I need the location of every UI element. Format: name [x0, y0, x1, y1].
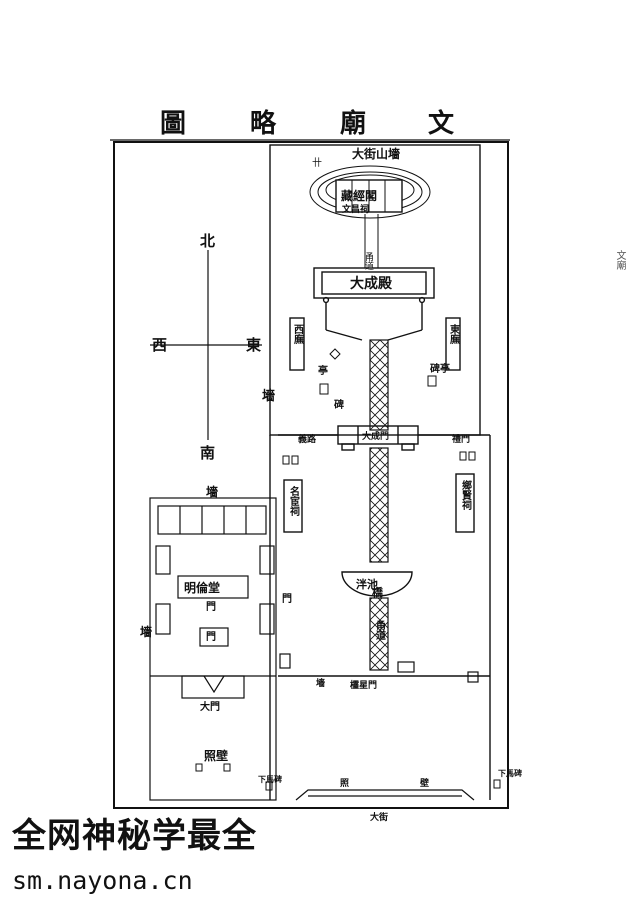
path-upper-label: 甬道	[363, 252, 374, 271]
steles-mid	[282, 451, 476, 465]
top-mark: 卄	[312, 157, 322, 169]
gate-hall-label: 門	[206, 601, 216, 613]
east-wu-label: 東廡	[448, 323, 460, 345]
street-wall-left: 照	[340, 778, 349, 789]
path-low-label: 甬道	[374, 620, 386, 641]
wall-low-label: 墻	[316, 677, 325, 689]
pan-pond-label: 泮池	[356, 577, 378, 591]
pavilion-left-label: 亭	[318, 364, 328, 377]
path-upper	[364, 214, 379, 268]
dismount-right: 下馬碑	[498, 768, 522, 778]
upper-courtyard-marks	[319, 348, 437, 395]
pavilion-label: 藏經閣	[341, 188, 377, 203]
outer-frame	[113, 141, 509, 809]
pavilion-hill	[309, 165, 431, 219]
xiang-xian-label: 鄉賢祠	[460, 479, 472, 511]
ling-xing-label: 欞星門	[350, 679, 377, 691]
compass-north: 北	[200, 232, 215, 250]
title-char-4: 圖	[160, 109, 186, 139]
lingxing-area	[279, 653, 479, 683]
wall-school-label: 墻	[206, 484, 218, 499]
street-wall-right: 壁	[420, 777, 429, 789]
compass-east: 東	[246, 336, 261, 354]
gate-small-label: 門	[282, 593, 292, 605]
temple-compound	[269, 144, 491, 800]
compass	[150, 250, 262, 440]
title-char-1: 文	[428, 108, 455, 139]
diagram-title: 文 廟 略 圖	[160, 108, 455, 139]
school-steles	[195, 763, 501, 791]
title-char-3: 略	[250, 108, 277, 139]
dacheng-label: 大成殿	[350, 275, 393, 292]
watermark-url: sm.nayona.cn	[12, 866, 193, 895]
dacheng-hall	[313, 267, 435, 341]
gate-right-label: 禮門	[452, 433, 470, 445]
gate-left-label: 義路	[298, 433, 317, 445]
street-label: 大街	[370, 811, 388, 823]
west-wu-label: 西廡	[292, 324, 304, 345]
stele-right-label: 碑亭	[430, 362, 450, 375]
top-wall-label: 大街山墻	[352, 146, 400, 161]
compass-south: 南	[200, 444, 215, 462]
dacheng-gate-label: 大成門	[362, 430, 389, 442]
title-char-2: 廟	[340, 108, 366, 139]
pavilion-side-label: 文昌祠	[341, 203, 369, 215]
school-compound	[149, 497, 277, 801]
central-path	[369, 339, 389, 671]
dismount-left: 下馬碑	[258, 774, 282, 784]
watermark-title: 全网神秘学最全	[12, 816, 257, 856]
ming-lun-label: 明倫堂	[184, 580, 220, 595]
wall-left-label: 墻	[262, 388, 275, 404]
bridge-label: 橋	[372, 585, 384, 599]
gate-da-label: 大門	[200, 700, 220, 713]
compass-west: 西	[152, 336, 167, 354]
stele-left-label: 碑	[334, 398, 344, 411]
wall-side-label: 墻	[140, 624, 152, 639]
zhao-bi-label: 照壁	[204, 748, 228, 763]
dacheng-gate	[337, 425, 419, 451]
pan-pond	[341, 571, 413, 597]
side-note: 文廟	[614, 250, 625, 270]
side-buildings	[283, 317, 475, 533]
gate-inner-label: 門	[206, 631, 216, 643]
street-wall	[295, 789, 475, 801]
ming-huan-label: 名宦祠	[288, 485, 300, 517]
